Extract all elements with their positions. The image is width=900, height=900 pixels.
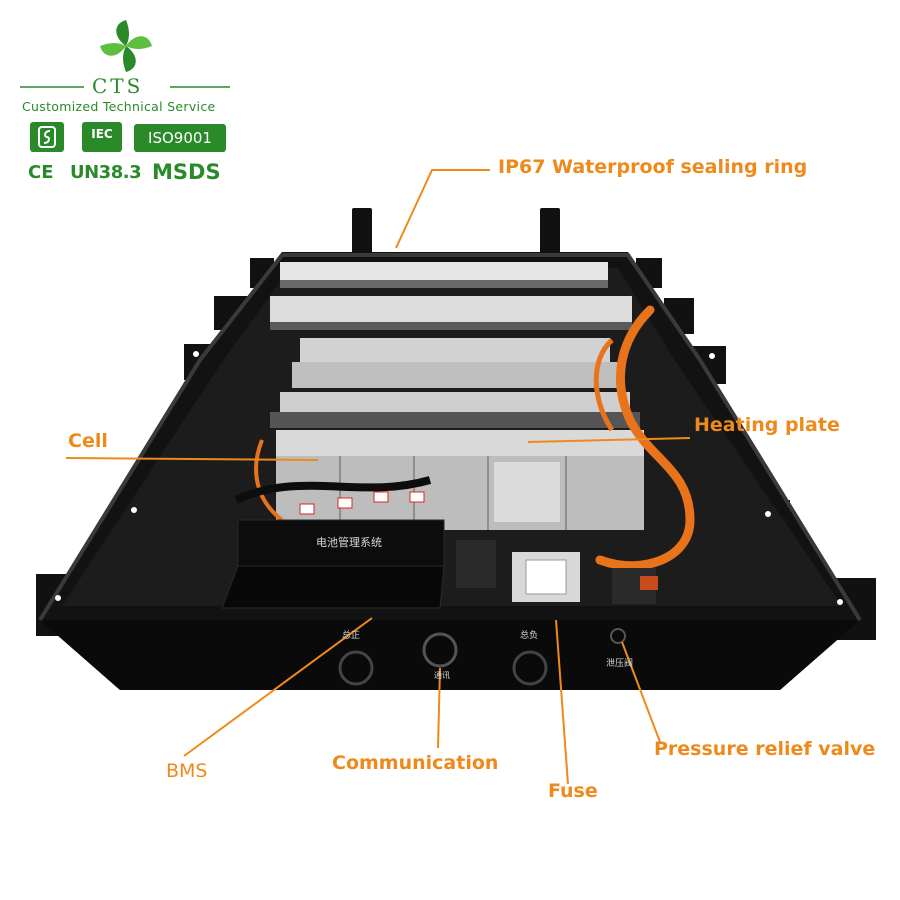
cell-modules: [270, 262, 644, 530]
iso-badge-text: ISO9001: [148, 129, 212, 147]
callout-waterproof-ring: IP67 Waterproof sealing ring: [498, 156, 808, 178]
bms-unit-text: 电池管理系统: [316, 536, 382, 549]
callout-fuse: Fuse: [548, 780, 598, 802]
callout-cell: Cell: [68, 430, 108, 452]
callout-leaders: [65, 169, 691, 785]
brand-name: CTS: [92, 74, 144, 98]
port-label-center: 通讯: [434, 671, 450, 680]
msds-cert: MSDS: [152, 160, 221, 184]
callout-pressure-relief-valve: Pressure relief valve: [654, 738, 876, 760]
ce-mark: CE: [28, 162, 54, 183]
iec-badge-text: IEC: [91, 127, 113, 141]
port-label-left: 总正: [342, 631, 361, 641]
un383-cert: UN38.3: [70, 162, 142, 183]
valve-label: 泄压阀: [606, 659, 634, 669]
port-label-right: 总负: [520, 631, 539, 641]
callout-heating-plate: Heating plate: [694, 414, 840, 436]
iso-badge: ISO9001: [134, 124, 226, 152]
safety-cert-icon: [30, 122, 64, 152]
cts-logo-icon: [100, 20, 152, 72]
brand-tagline: Customized Technical Service: [22, 99, 216, 114]
callout-communication: Communication: [332, 752, 499, 774]
iec-badge: IEC: [82, 122, 122, 152]
callout-bms: BMS: [166, 760, 208, 782]
brand-rule-lines: [20, 86, 230, 88]
